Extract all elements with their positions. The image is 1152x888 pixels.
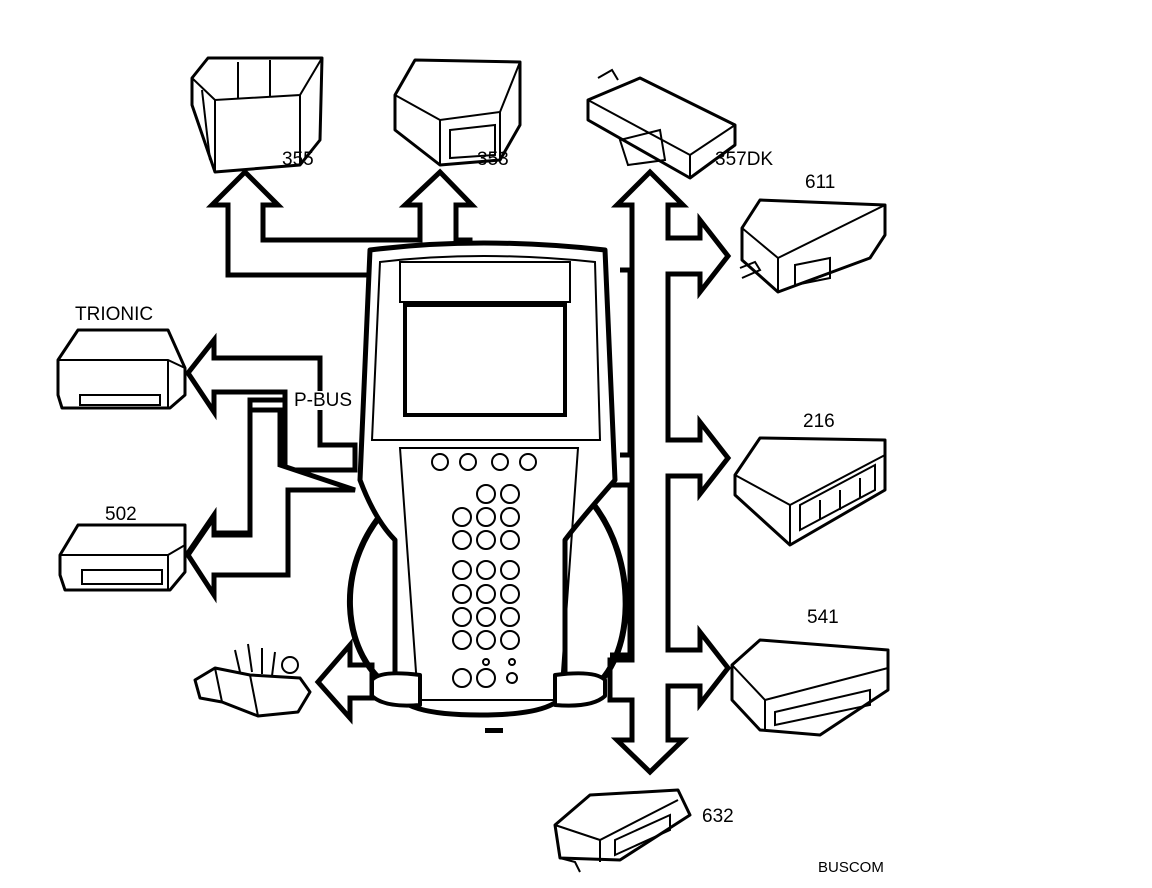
module-541-icon (730, 638, 890, 737)
label-357dk: 357DK (715, 149, 774, 170)
arrow-to-connector (314, 638, 375, 725)
label-buscom: BUSCOM (818, 859, 884, 876)
handheld-diagnostic-tool-icon (347, 240, 633, 733)
label-632: 632 (702, 806, 734, 827)
label-353: 353 (477, 149, 509, 170)
label-502: 502 (105, 504, 137, 525)
module-355-icon (190, 56, 324, 174)
module-353-icon (393, 58, 522, 167)
module-611-icon (739, 198, 887, 294)
module-632-icon (553, 788, 692, 873)
arrow-to-502 (184, 407, 356, 604)
label-p-bus: P-BUS (294, 390, 355, 411)
diagnostic-connector-icon (193, 643, 312, 718)
arrow-vertical-bus (607, 168, 732, 776)
label-611: 611 (805, 172, 836, 193)
module-216-icon (733, 436, 887, 547)
label-216: 216 (803, 411, 835, 432)
label-trionic: TRIONIC (75, 304, 154, 325)
label-541: 541 (807, 607, 839, 628)
module-trionic-icon (56, 328, 187, 410)
arrow-to-trionic (184, 332, 358, 473)
module-357dk-icon (586, 68, 737, 180)
label-355: 355 (282, 149, 314, 170)
module-502-icon (58, 523, 187, 592)
